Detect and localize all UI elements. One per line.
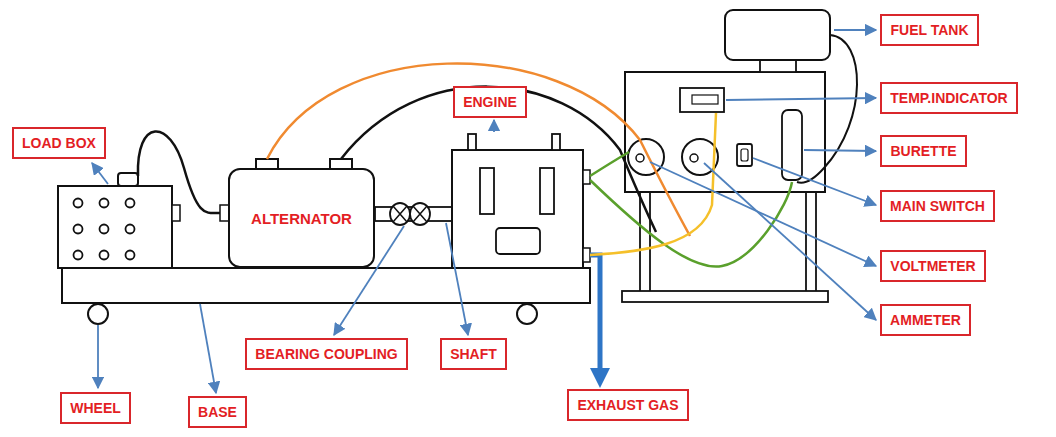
part-label: AMMETER: [880, 304, 971, 336]
engine-post: [468, 134, 476, 150]
leader-line: [97, 325, 99, 388]
main-switch: [737, 144, 752, 166]
leader-line: [726, 98, 876, 100]
socket-hole: [74, 225, 83, 234]
label-text: ENGINE: [463, 94, 517, 110]
label-text: BASE: [198, 404, 237, 420]
alternator-body: ALTERNATOR: [228, 168, 375, 268]
socket-hole: [126, 251, 135, 260]
leader-line: [493, 120, 495, 132]
label-text: MAIN SWITCH: [890, 198, 985, 214]
part-label: EXHAUST GAS: [567, 389, 689, 421]
label-text: AMMETER: [890, 312, 961, 328]
socket-hole: [74, 199, 83, 208]
part-name: ALTERNATOR: [251, 210, 352, 227]
load-wire: [138, 131, 220, 213]
green-wire: [590, 152, 629, 176]
socket-hole: [126, 199, 135, 208]
fuel-line: [797, 35, 857, 183]
black-wire: [341, 87, 656, 232]
switch-toggle: [741, 149, 748, 161]
leader-line: [834, 29, 876, 31]
gauge-pivot: [636, 154, 644, 162]
gauge-pivot: [690, 154, 698, 162]
label-text: BURETTE: [890, 143, 956, 159]
engine-stub: [583, 170, 590, 184]
leader-line: [753, 158, 876, 205]
label-text: WHEEL: [70, 400, 121, 416]
engine-stub: [583, 248, 590, 262]
leader-line: [446, 223, 468, 335]
load-box-stub: [172, 205, 180, 221]
leader-line: [92, 163, 108, 184]
exhaust-pipe: [590, 255, 600, 380]
stand-leg: [806, 192, 816, 292]
temp-readout: [692, 95, 718, 104]
load-box-sockets: [74, 199, 135, 260]
part-label: VOLTMETER: [880, 250, 986, 282]
part-label: TEMP.INDICATOR: [880, 82, 1018, 114]
part-label: SHAFT: [440, 338, 507, 370]
label-text: TEMP.INDICATOR: [890, 90, 1007, 106]
leader-line: [200, 304, 216, 393]
load-box-body: [58, 186, 172, 268]
label-text: BEARING COUPLING: [255, 346, 397, 362]
wheel: [517, 304, 537, 324]
part-label: BEARING COUPLING: [245, 338, 408, 370]
socket-hole: [100, 199, 109, 208]
engine-slot: [480, 168, 494, 214]
part-label: WHEEL: [60, 392, 131, 424]
leader-line: [650, 162, 876, 266]
wheel: [88, 304, 108, 324]
leader-line: [804, 150, 876, 151]
label-text: LOAD BOX: [22, 135, 96, 151]
leader-lines: [92, 30, 876, 393]
base-plank: [62, 268, 590, 303]
socket-hole: [100, 225, 109, 234]
label-text: FUEL TANK: [890, 22, 968, 38]
stand-foot: [622, 291, 828, 302]
label-text: SHAFT: [450, 346, 497, 362]
socket-hole: [100, 251, 109, 260]
part-label: MAIN SWITCH: [880, 190, 995, 222]
voltmeter-gauge: [628, 139, 664, 175]
part-label: BASE: [188, 396, 247, 428]
engine-slot: [540, 168, 554, 214]
label-text: EXHAUST GAS: [577, 397, 678, 413]
temp-display: [680, 88, 724, 112]
engine-body: [452, 150, 583, 268]
tank-stem: [760, 60, 796, 72]
part-label: ENGINE: [453, 86, 527, 118]
part-label: FUEL TANK: [880, 14, 979, 46]
part-label: LOAD BOX: [12, 127, 106, 159]
socket-hole: [126, 225, 135, 234]
socket-hole: [74, 251, 83, 260]
coupling-cross: [393, 206, 427, 222]
fuel-tank: [725, 10, 830, 60]
part-label: BURETTE: [880, 135, 967, 167]
label-text: VOLTMETER: [890, 258, 975, 274]
engine-port: [496, 228, 540, 254]
leader-line: [704, 163, 876, 320]
engine-post: [552, 134, 560, 150]
load-box-terminal: [118, 173, 138, 186]
